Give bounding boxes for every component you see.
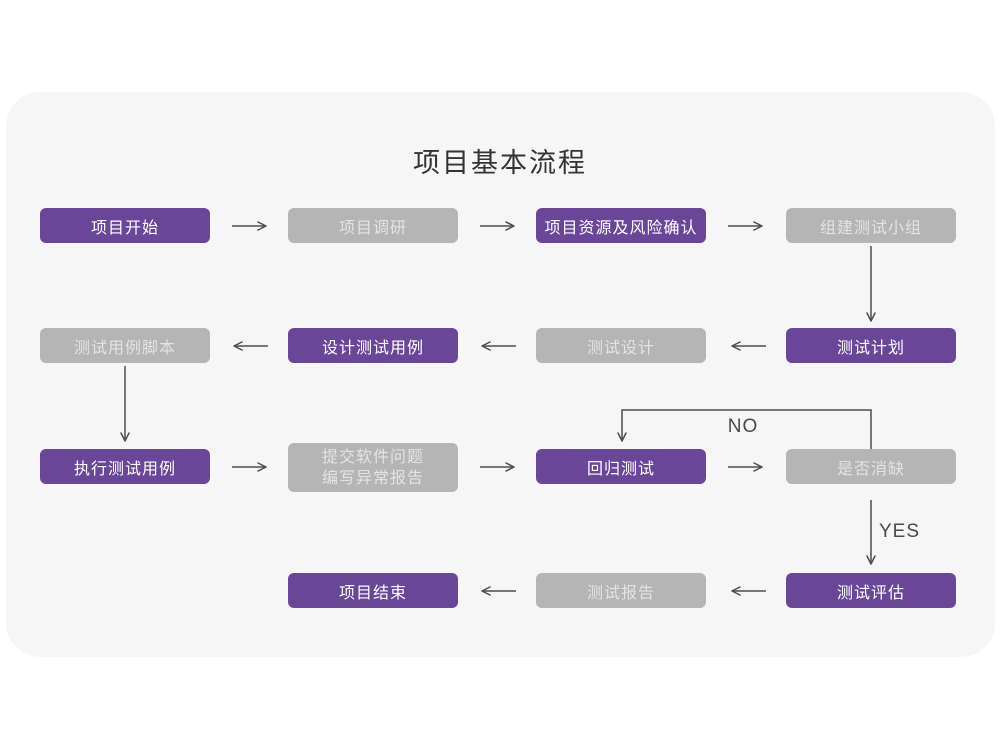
yes-edge-label: YES (879, 521, 921, 542)
node-test-report: 测试报告 (536, 573, 706, 608)
node-test-plan: 测试计划 (786, 328, 956, 363)
node-resources-risk: 项目资源及风险确认 (536, 208, 706, 243)
node-build-test-team: 组建测试小组 (786, 208, 956, 243)
node-test-design: 测试设计 (536, 328, 706, 363)
node-submit-issue-line1: 提交软件问题 (321, 448, 424, 466)
node-submit-issue: 提交软件问题 编写异常报告 (288, 443, 458, 492)
node-test-evaluation: 测试评估 (786, 573, 956, 608)
page-title: 项目基本流程 (413, 148, 587, 178)
node-project-research: 项目调研 (288, 208, 458, 243)
node-project-end: 项目结束 (288, 573, 458, 608)
flowchart-card (6, 92, 995, 657)
node-execute-test-case: 执行测试用例 (40, 449, 210, 484)
node-submit-issue-line2: 编写异常报告 (321, 469, 424, 487)
node-design-test-case: 设计测试用例 (288, 328, 458, 363)
no-edge-label: NO (727, 416, 759, 437)
node-defect-cleared: 是否消缺 (786, 449, 956, 484)
node-project-start: 项目开始 (40, 208, 210, 243)
node-test-case-script: 测试用例脚本 (40, 328, 210, 363)
node-regression-test: 回归测试 (536, 449, 706, 484)
